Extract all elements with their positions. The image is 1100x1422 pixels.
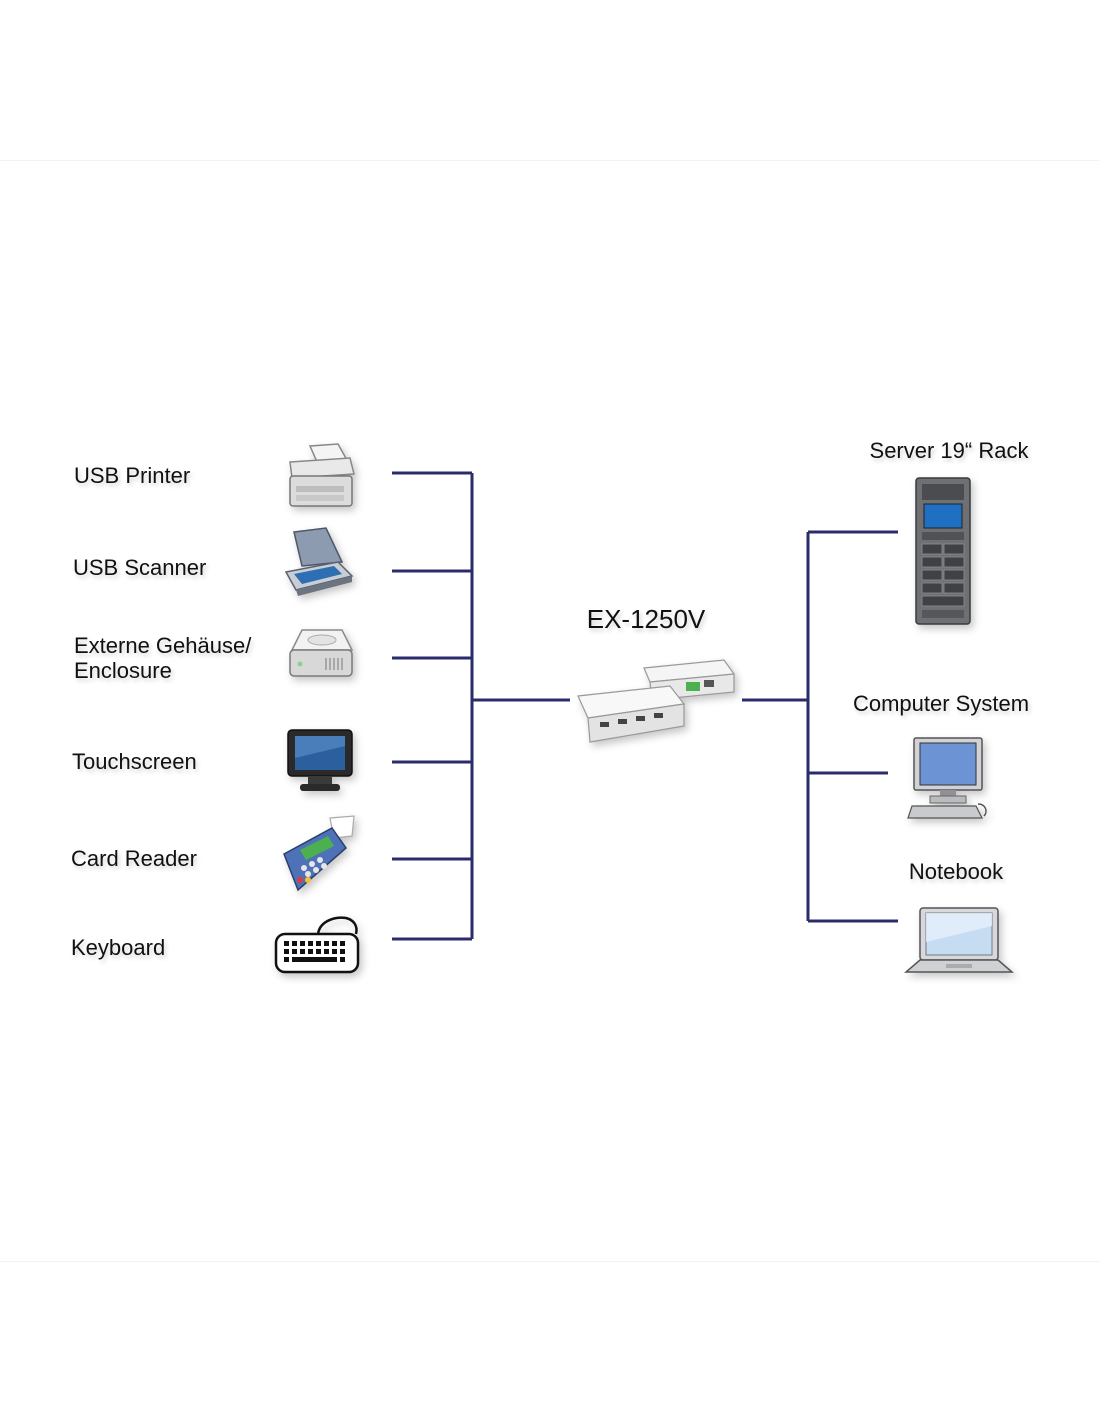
server-rack-icon <box>915 477 971 625</box>
desktop-computer-icon <box>907 737 987 819</box>
notebook-icon <box>903 907 1015 973</box>
hub-label: EX-1250V <box>586 604 706 634</box>
touchscreen-icon <box>287 729 353 791</box>
device-label-enclosure: Externe Gehäuse/Enclosure <box>74 633 252 683</box>
device-label-computer-system: Computer System <box>852 691 1030 716</box>
drive-enclosure-icon <box>289 629 354 677</box>
device-label-server-rack: Server 19“ Rack <box>869 438 1029 463</box>
card-reader-icon <box>283 815 355 892</box>
device-label-keyboard: Keyboard <box>71 935 166 960</box>
device-label-notebook: Notebook <box>908 859 1004 884</box>
diagram-panel <box>0 160 1100 1262</box>
device-label-touchscreen: Touchscreen <box>72 749 197 774</box>
usb-hub-device-icon <box>577 659 736 743</box>
device-label-usb-scanner: USB Scanner <box>73 555 207 580</box>
keyboard-icon <box>274 916 360 974</box>
device-label-card-reader: Card Reader <box>71 846 197 871</box>
printer-icon <box>289 443 355 507</box>
device-label-usb-printer: USB Printer <box>74 463 191 488</box>
scanner-icon <box>284 527 354 596</box>
